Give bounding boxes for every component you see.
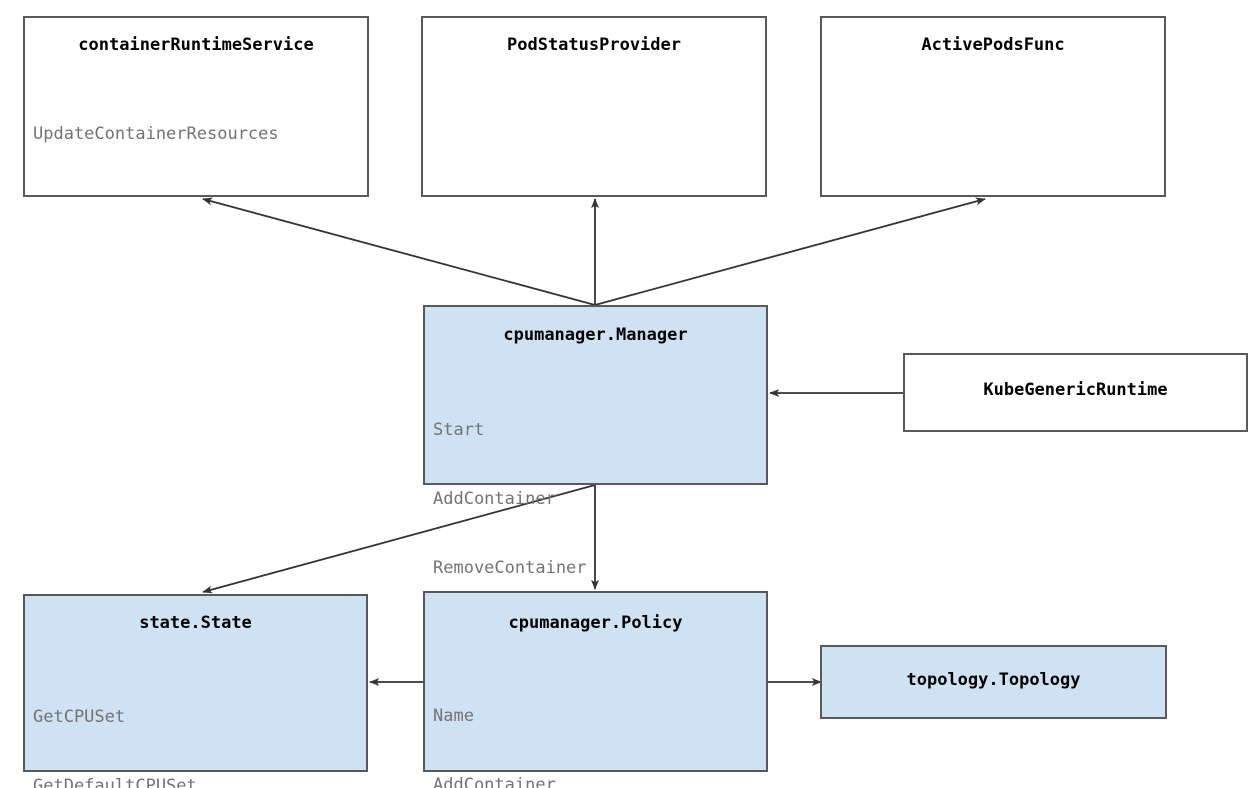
node-title: topology.Topology xyxy=(906,670,1081,690)
method-item: AddContainer xyxy=(433,775,556,788)
edge-manager-to-active-pods-func xyxy=(594,197,986,306)
node-title: PodStatusProvider xyxy=(507,35,681,55)
node-kube-generic-runtime[interactable]: KubeGenericRuntime xyxy=(903,353,1248,432)
method-item: RemoveContainer xyxy=(433,558,587,578)
method-item: UpdateContainerResources xyxy=(33,124,279,144)
node-cpumanager-policy[interactable]: cpumanager.Policy Name AddContainer Remo… xyxy=(423,591,768,788)
node-title: containerRuntimeService xyxy=(78,35,314,55)
node-title: cpumanager.Manager xyxy=(503,325,688,345)
node-cpumanager-manager[interactable]: cpumanager.Manager Start AddContainer Re… xyxy=(423,305,768,647)
method-item: GetDefaultCPUSet xyxy=(33,776,197,788)
node-method-list: GetCPUSet GetDefaultCPUSet SetCPUSet Set… xyxy=(33,660,366,788)
node-title: KubeGenericRuntime xyxy=(983,380,1168,400)
node-method-list: Name AddContainer RemoveContainer xyxy=(433,659,766,788)
method-item: Name xyxy=(433,706,474,726)
method-item: GetCPUSet xyxy=(33,707,126,727)
node-active-pods-func[interactable]: ActivePodsFunc xyxy=(820,16,1166,197)
method-item: AddContainer xyxy=(433,489,556,509)
node-state-state[interactable]: state.State GetCPUSet GetDefaultCPUSet S… xyxy=(23,594,368,788)
node-title: ActivePodsFunc xyxy=(921,35,1065,55)
edge-manager-to-container-runtime-service xyxy=(202,197,596,306)
node-method-list: UpdateContainerResources xyxy=(33,77,367,192)
node-container-runtime-service[interactable]: containerRuntimeService UpdateContainerR… xyxy=(23,16,369,197)
node-pod-status-provider[interactable]: PodStatusProvider xyxy=(421,16,767,197)
method-item: Start xyxy=(433,420,485,440)
node-title: state.State xyxy=(139,613,252,633)
node-title: cpumanager.Policy xyxy=(508,613,683,633)
node-topology-topology[interactable]: topology.Topology xyxy=(820,645,1167,719)
